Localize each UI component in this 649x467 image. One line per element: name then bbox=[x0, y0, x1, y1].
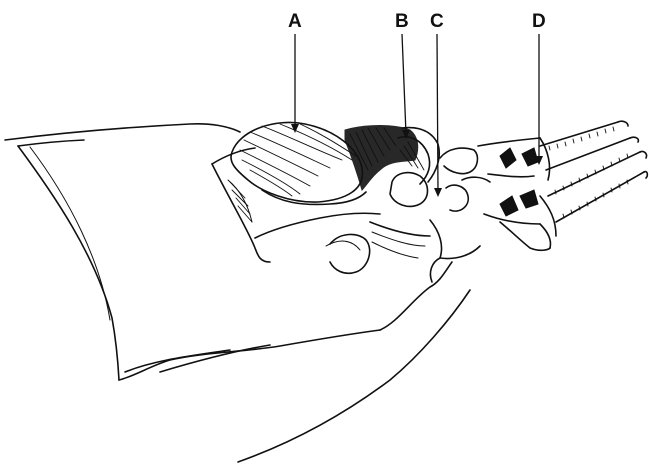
muscle-b bbox=[345, 126, 439, 207]
bone-d bbox=[478, 121, 647, 250]
callout-a: A bbox=[288, 11, 302, 133]
callout-d: D bbox=[532, 11, 546, 165]
blade-outline bbox=[212, 148, 270, 262]
label-c: C bbox=[430, 11, 444, 32]
label-a: A bbox=[288, 11, 302, 32]
callout-b: B bbox=[395, 11, 410, 139]
label-b: B bbox=[395, 11, 409, 32]
joint-c bbox=[440, 148, 490, 211]
label-d: D bbox=[532, 11, 546, 32]
callout-c: C bbox=[430, 11, 444, 197]
